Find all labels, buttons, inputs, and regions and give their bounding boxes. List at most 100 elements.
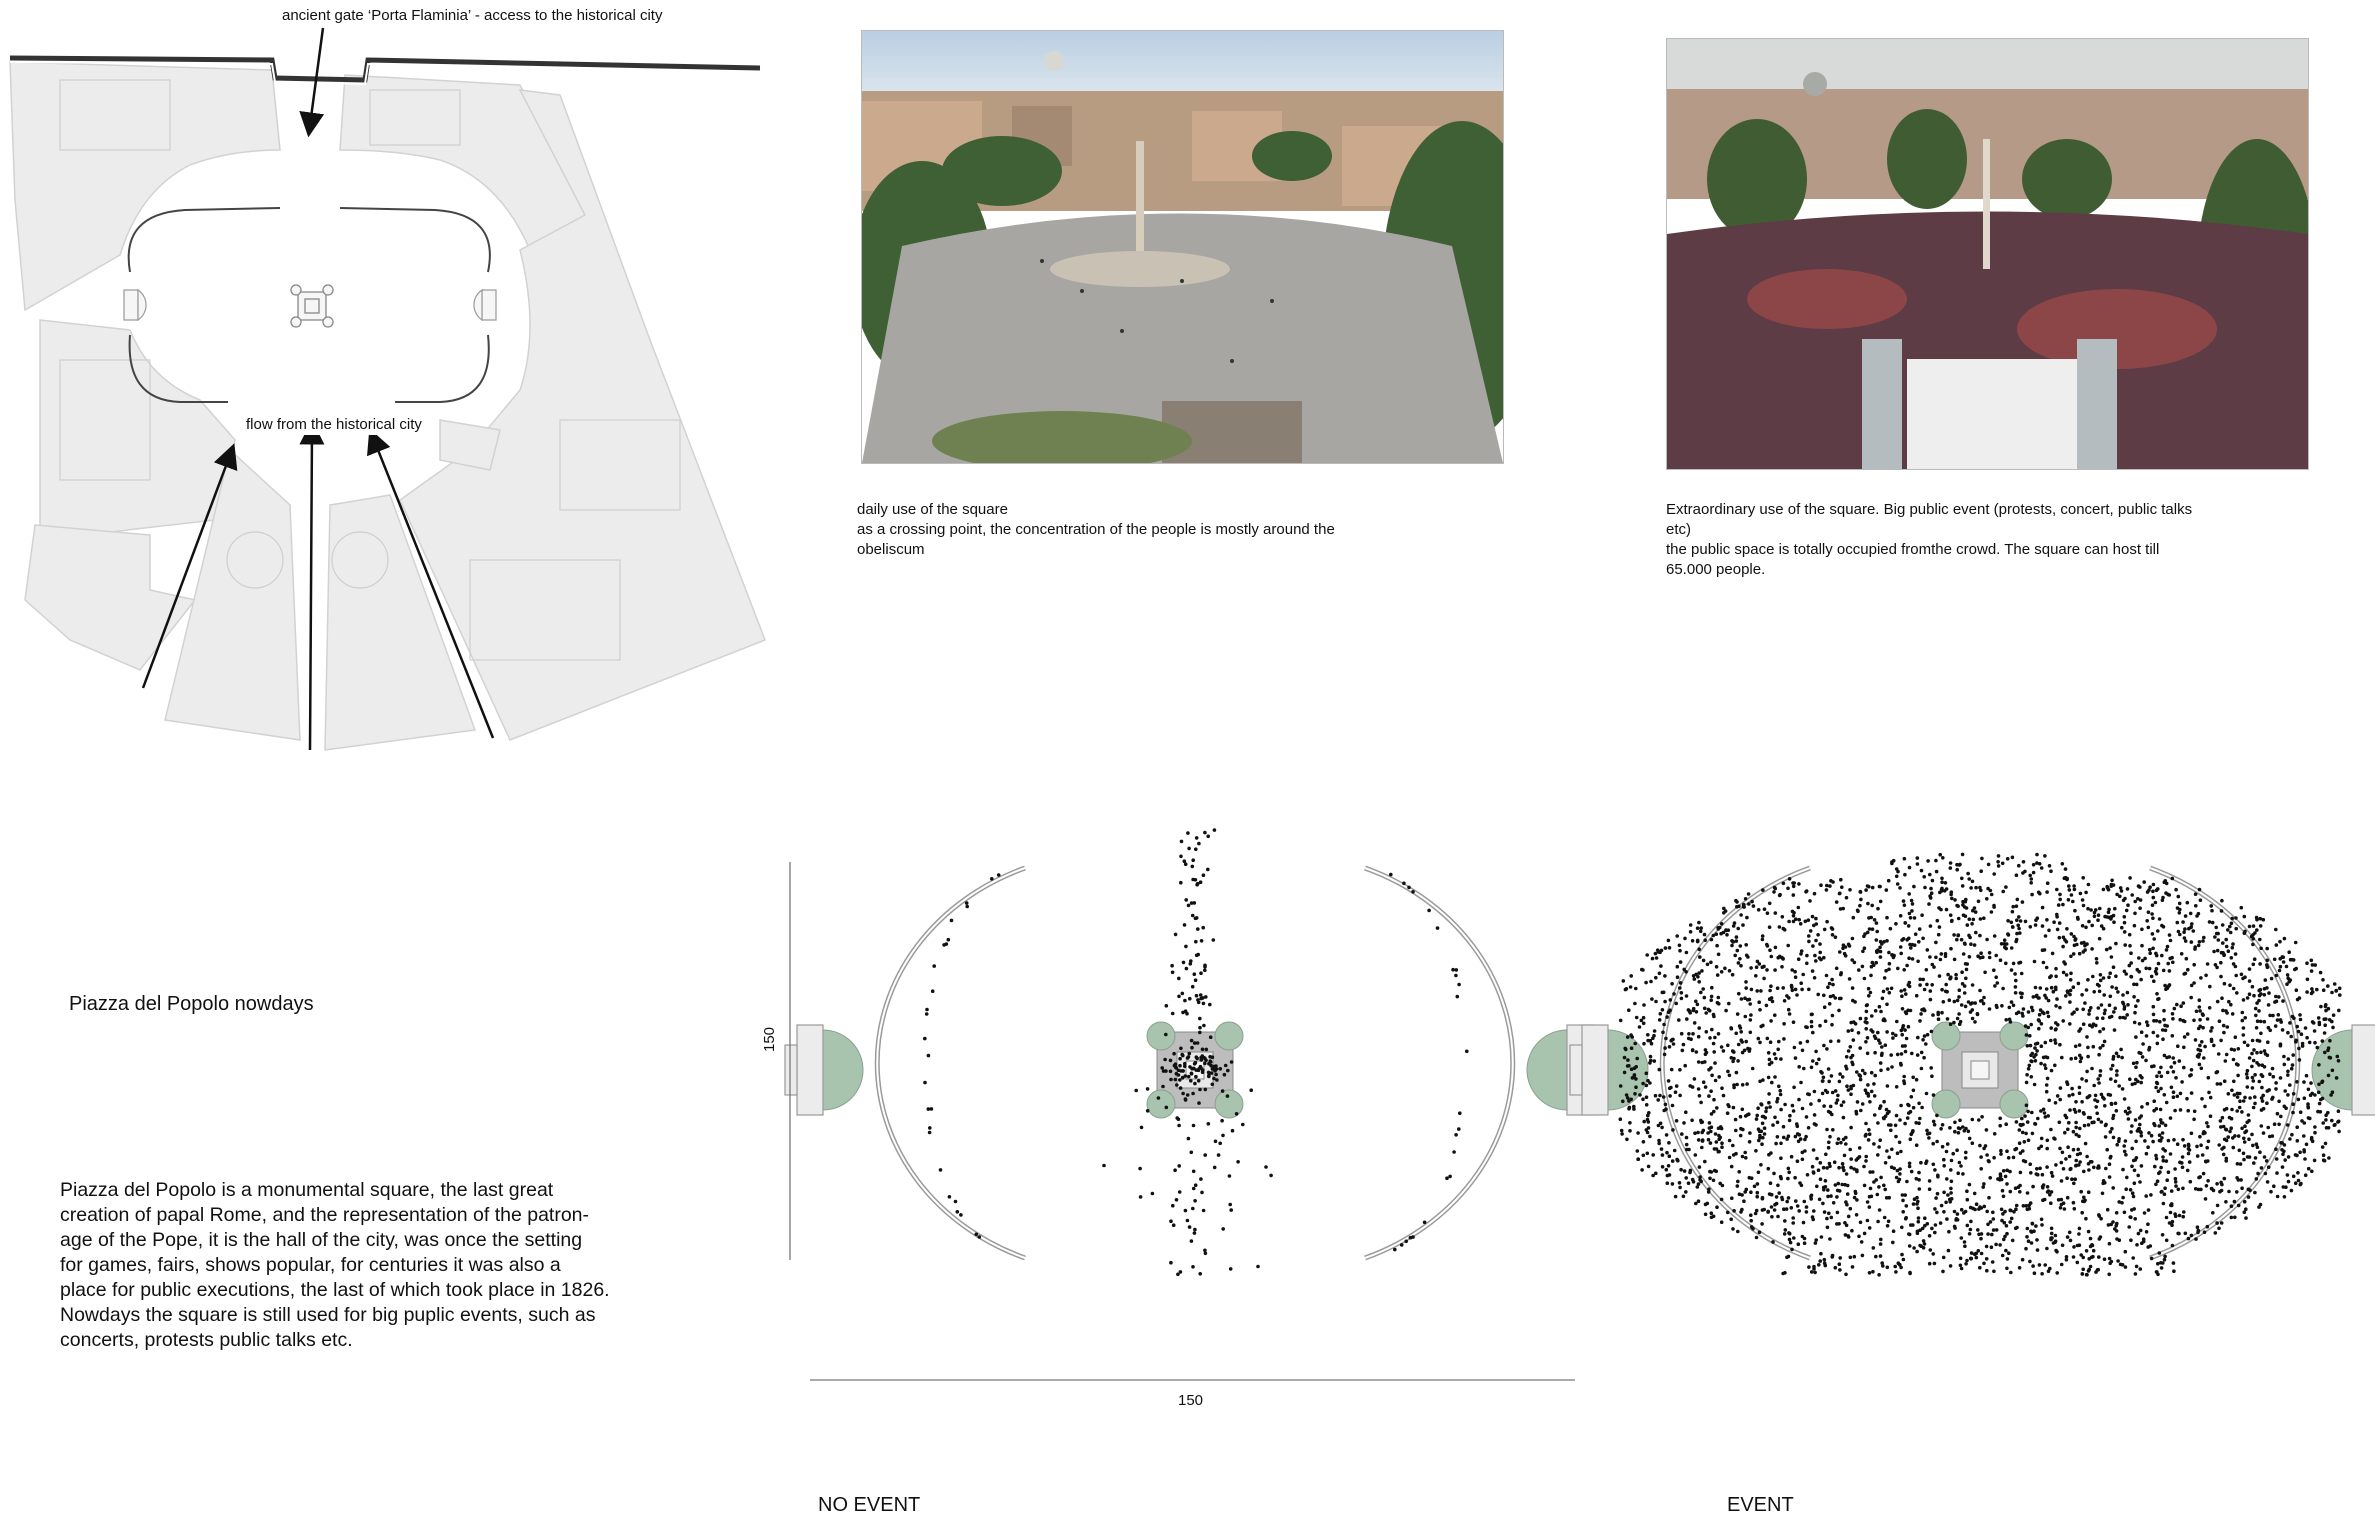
person-dot xyxy=(1173,1077,1178,1082)
person-dot xyxy=(1653,1093,1658,1098)
person-dot xyxy=(1182,923,1187,927)
person-dot xyxy=(1878,939,1883,944)
person-dot xyxy=(1924,1161,1928,1165)
person-dot xyxy=(1922,987,1927,992)
person-dot xyxy=(1994,1228,1999,1232)
person-dot xyxy=(1871,1246,1876,1250)
person-dot xyxy=(2202,935,2206,940)
person-dot xyxy=(1960,852,1965,857)
person-dot xyxy=(1206,1122,1211,1126)
person-dot xyxy=(1697,971,1701,975)
person-dot xyxy=(1634,986,1638,991)
person-dot xyxy=(1701,1128,1706,1133)
person-dot xyxy=(2060,1055,2064,1060)
person-dot xyxy=(1867,994,1871,998)
person-dot xyxy=(1841,1115,1846,1120)
person-dot xyxy=(1933,1230,1937,1235)
person-dot xyxy=(1675,934,1679,938)
person-dot xyxy=(1949,1168,1953,1172)
person-dot xyxy=(2263,978,2268,982)
person-dot xyxy=(2014,1120,2019,1124)
person-dot xyxy=(1786,943,1790,948)
person-dot xyxy=(1682,967,1686,972)
person-dot xyxy=(1901,1198,1905,1203)
person-dot xyxy=(1873,1073,1877,1078)
person-dot xyxy=(2174,1184,2178,1188)
person-dot xyxy=(2286,1179,2291,1184)
person-dot xyxy=(1864,1009,1869,1014)
person-dot xyxy=(1999,1152,2003,1156)
person-dot xyxy=(1707,1121,1712,1125)
person-dot xyxy=(1855,1070,1859,1074)
person-dot xyxy=(1846,1214,1851,1219)
person-dot xyxy=(1768,1105,1772,1109)
person-dot xyxy=(1842,951,1847,956)
person-dot xyxy=(1194,993,1199,998)
person-dot xyxy=(1683,936,1687,941)
person-dot xyxy=(2229,956,2234,960)
person-dot xyxy=(2082,1123,2087,1128)
person-dot xyxy=(2270,1134,2275,1138)
person-dot xyxy=(2258,987,2263,992)
person-dot xyxy=(2129,1238,2133,1242)
person-dot xyxy=(1828,994,1833,999)
person-dot xyxy=(1758,1040,1762,1045)
person-dot xyxy=(1805,1039,1810,1044)
person-dot xyxy=(2177,1231,2181,1236)
person-dot xyxy=(1452,1150,1456,1154)
person-dot xyxy=(1858,1074,1863,1078)
person-dot xyxy=(2146,1222,2150,1226)
person-dot xyxy=(2139,1164,2144,1168)
person-dot xyxy=(2271,1095,2275,1100)
person-dot xyxy=(1973,1207,1977,1212)
person-dot xyxy=(2064,1257,2069,1262)
person-dot xyxy=(2029,1022,2033,1027)
person-dot xyxy=(1980,1115,1984,1119)
person-dot xyxy=(1709,1089,1713,1093)
person-dot xyxy=(1191,1169,1196,1174)
person-dot xyxy=(2079,1056,2083,1060)
person-dot xyxy=(2059,1179,2064,1183)
person-dot xyxy=(1709,937,1714,942)
person-dot xyxy=(2223,1059,2228,1063)
person-dot xyxy=(1743,1190,1747,1194)
person-dot xyxy=(1458,1111,1462,1115)
person-dot xyxy=(1786,1134,1791,1138)
person-dot xyxy=(2298,1150,2302,1155)
person-dot xyxy=(1749,1218,1753,1223)
person-dot xyxy=(1832,1160,1837,1164)
person-dot xyxy=(2304,1073,2309,1078)
person-dot xyxy=(1730,943,1734,948)
person-dot xyxy=(1883,1114,1888,1118)
person-dot xyxy=(1648,1134,1652,1139)
person-dot xyxy=(1985,897,1989,901)
person-dot xyxy=(2069,932,2074,936)
person-dot xyxy=(2326,984,2330,988)
person-dot xyxy=(2221,1124,2226,1129)
person-dot xyxy=(1904,1036,1909,1041)
person-dot xyxy=(2203,1197,2208,1201)
person-dot xyxy=(1839,972,1843,977)
person-dot xyxy=(1857,1234,1861,1239)
person-dot xyxy=(1885,1084,1890,1088)
person-dot xyxy=(2028,1259,2032,1264)
person-dot xyxy=(2110,878,2114,883)
person-dot xyxy=(1834,1101,1839,1105)
person-dot xyxy=(2059,1202,2064,1207)
person-dot xyxy=(1699,926,1703,930)
person-dot xyxy=(1186,903,1191,908)
person-dot xyxy=(2323,1004,2328,1009)
person-dot xyxy=(1755,989,1759,993)
person-dot xyxy=(1825,919,1829,924)
person-dot xyxy=(2259,1124,2264,1128)
person-dot xyxy=(2078,1053,2082,1058)
person-dot xyxy=(1874,921,1879,925)
person-dot xyxy=(1927,1234,1932,1238)
person-dot xyxy=(2061,902,2065,907)
person-dot xyxy=(2278,1076,2283,1080)
person-dot xyxy=(2149,1256,2154,1261)
person-dot xyxy=(1214,1072,1218,1077)
person-dot xyxy=(2003,1209,2007,1214)
person-dot xyxy=(2086,1095,2090,1099)
person-dot xyxy=(2039,1061,2043,1066)
